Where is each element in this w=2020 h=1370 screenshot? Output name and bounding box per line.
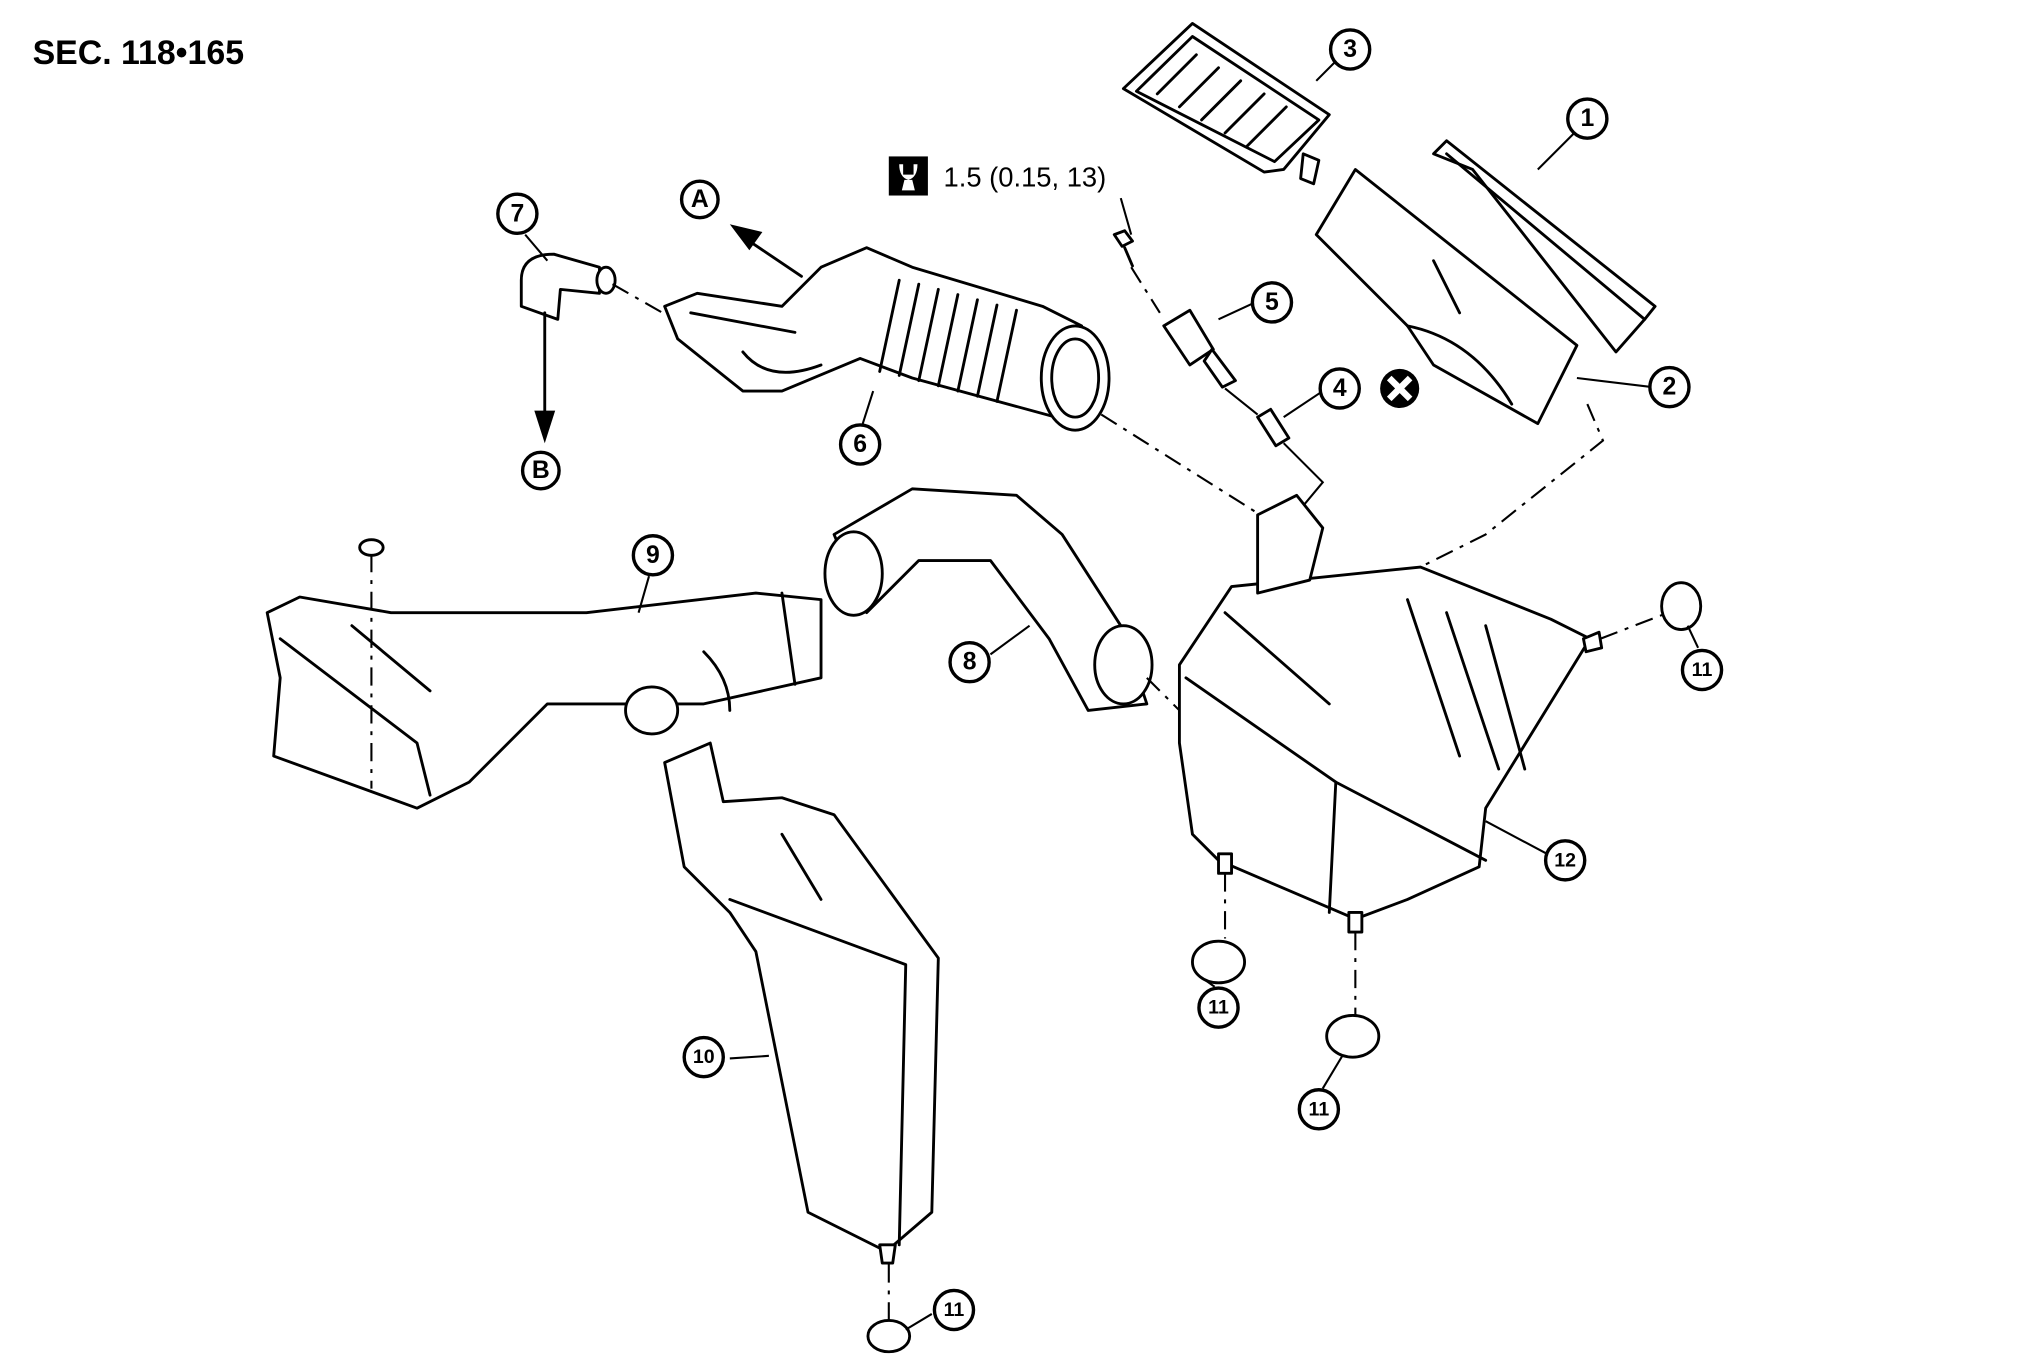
svg-text:11: 11 bbox=[1309, 1098, 1330, 1120]
callout-11: 11 bbox=[932, 1288, 976, 1332]
callout-12: 12 bbox=[1543, 839, 1587, 882]
svg-text:3: 3 bbox=[1343, 36, 1357, 63]
air-cleaner-case bbox=[1177, 493, 1604, 934]
svg-text:A: A bbox=[691, 186, 709, 213]
svg-text:4: 4 bbox=[1333, 375, 1347, 402]
do-not-reuse-icon bbox=[1380, 368, 1420, 409]
callout-3: 3 bbox=[1328, 28, 1372, 71]
torque-wrench-icon bbox=[888, 156, 928, 196]
svg-text:10: 10 bbox=[693, 1046, 715, 1068]
callout-11: 11 bbox=[1680, 648, 1724, 692]
callout-7: 7 bbox=[496, 192, 539, 236]
callout-6: 6 bbox=[838, 423, 882, 466]
svg-text:6: 6 bbox=[853, 431, 867, 458]
pcv-hose bbox=[519, 252, 617, 321]
svg-text:1: 1 bbox=[1580, 105, 1594, 132]
air-inlet-duct bbox=[265, 591, 823, 810]
resonator bbox=[663, 741, 940, 1265]
callout-9: 9 bbox=[631, 534, 675, 577]
svg-text:7: 7 bbox=[510, 200, 524, 227]
svg-text:12: 12 bbox=[1554, 849, 1576, 871]
resonator-duct bbox=[1314, 168, 1579, 426]
callout-11: 11 bbox=[1297, 1088, 1341, 1131]
callout-2: 2 bbox=[1648, 365, 1691, 409]
callout-1: 1 bbox=[1566, 97, 1609, 140]
callout-a: A bbox=[679, 179, 720, 220]
callout-8: 8 bbox=[948, 640, 991, 684]
torque-spec: 1.5 (0.15, 13) bbox=[944, 161, 1107, 192]
svg-text:B: B bbox=[532, 457, 550, 484]
svg-text:11: 11 bbox=[1692, 659, 1713, 681]
air-duct-bellows bbox=[663, 246, 1111, 432]
svg-text:11: 11 bbox=[944, 1299, 965, 1321]
callout-11: 11 bbox=[1197, 986, 1240, 1029]
air-filter-element bbox=[1121, 22, 1331, 186]
air-cleaner-cover bbox=[1432, 139, 1657, 354]
svg-text:8: 8 bbox=[963, 649, 977, 676]
svg-text:11: 11 bbox=[1208, 997, 1229, 1019]
air-duct bbox=[823, 487, 1154, 712]
callout-10: 10 bbox=[682, 1035, 725, 1079]
svg-text:5: 5 bbox=[1265, 289, 1279, 316]
callout-4: 4 bbox=[1318, 367, 1361, 410]
svg-text:2: 2 bbox=[1663, 374, 1677, 401]
section-title: SEC. 118•165 bbox=[33, 34, 244, 72]
svg-text:9: 9 bbox=[646, 542, 660, 569]
mass-air-flow-sensor bbox=[1112, 229, 1237, 389]
callout-5: 5 bbox=[1250, 281, 1294, 324]
callout-b: B bbox=[520, 450, 561, 491]
o-ring bbox=[1256, 407, 1291, 448]
grommet bbox=[866, 581, 1703, 1354]
